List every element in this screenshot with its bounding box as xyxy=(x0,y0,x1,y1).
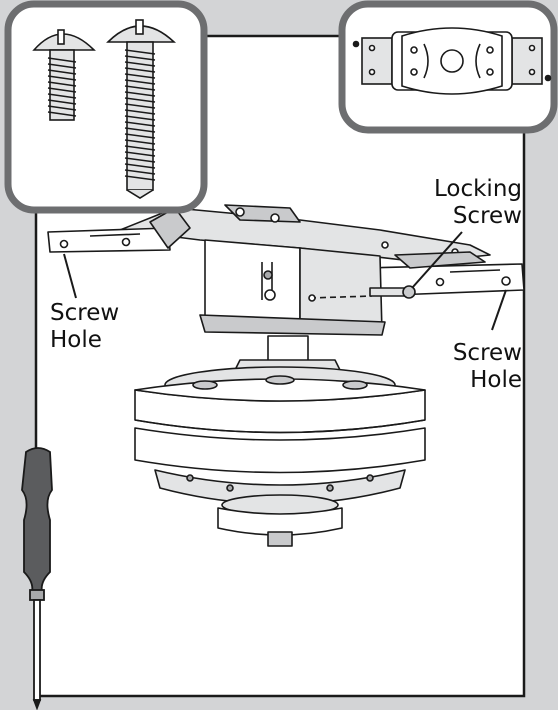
locking-screw-label: Locking Screw xyxy=(400,176,522,230)
locking-screw-label-line2: Screw xyxy=(452,203,522,229)
locking-screw-leader xyxy=(411,231,463,289)
short-screw-threads xyxy=(47,57,77,117)
left-screw-hole-label-line1: Screw xyxy=(50,300,120,326)
fan-assembly xyxy=(47,204,525,547)
locking-screw xyxy=(369,285,416,299)
bracket-inset xyxy=(338,0,558,134)
screwdriver-tip xyxy=(32,699,42,710)
mounting-box xyxy=(199,239,386,336)
right-screw-hole-label: Screw Hole xyxy=(400,340,522,394)
locking-screw-label-line1: Locking xyxy=(433,176,522,202)
left-bracket-arm xyxy=(47,207,191,253)
long-screw xyxy=(106,19,177,199)
screwdriver xyxy=(21,447,53,710)
left-screw-hole-leader xyxy=(63,253,77,299)
screwdriver-ferrule xyxy=(29,589,45,601)
short-screw xyxy=(32,29,96,121)
left-screw-hole-label: Screw Hole xyxy=(50,300,160,354)
long-screw-threads xyxy=(124,49,156,181)
bottom-cap xyxy=(217,494,343,547)
screwdriver-handle xyxy=(21,447,53,593)
callout-leaders xyxy=(63,231,507,331)
right-screw-hole-label-line1: Screw xyxy=(452,340,522,366)
screws-inset xyxy=(4,0,208,214)
motor-housing xyxy=(134,366,426,505)
left-screw-hole-label-line2: Hole xyxy=(50,327,102,353)
screwdriver-shaft xyxy=(33,599,41,701)
right-screw-hole-label-line2: Hole xyxy=(470,367,522,393)
bracket-top-view xyxy=(352,27,552,95)
right-screw-hole-leader xyxy=(491,289,507,331)
